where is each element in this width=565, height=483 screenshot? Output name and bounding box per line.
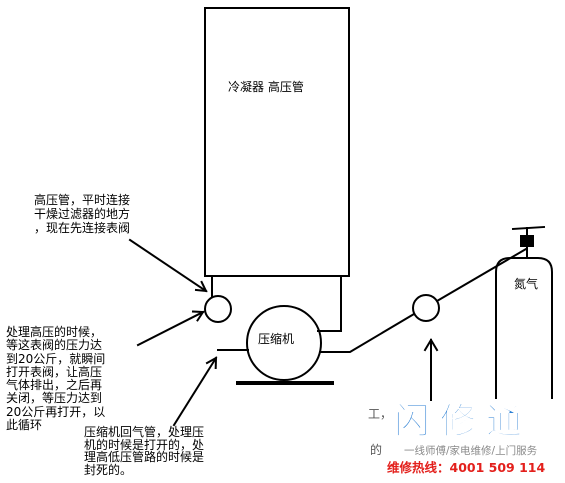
- watermark-hotline: 维修热线：4001 509 114: [387, 460, 546, 475]
- compressor-right-pipe: [319, 312, 416, 353]
- annotation-line: 机的时候是打开的，处: [84, 437, 205, 452]
- high-pressure-gauge-valve: [204, 295, 232, 323]
- nitrogen-tank-label: 氮气: [514, 277, 539, 291]
- annotation-line: 的: [370, 443, 383, 457]
- condenser-compressor-pipe: [317, 275, 342, 332]
- annotation-line: 封死的。: [84, 463, 133, 478]
- annotation-line: 此循环: [6, 418, 43, 433]
- annotation-high-pressure-procedure: 处理高压的时候， 等这表阀的压力达 到20公斤，就瞬间 打开表阀，让高压 气体排…: [6, 325, 106, 433]
- annotation-line: 处理高压的时候，: [6, 325, 103, 339]
- arrow-to-process-valve: [423, 338, 439, 401]
- annotation-line: 气体排出，之后再: [6, 378, 103, 393]
- watermark: 闪修通 一线师傅/家电维修/上门服务 维修热线：4001 509 114: [384, 398, 554, 483]
- compressor-label: 压缩机: [258, 332, 295, 346]
- nitrogen-tank-body: [495, 257, 553, 399]
- watermark-tagline: 一线师傅/家电维修/上门服务: [404, 445, 538, 457]
- annotation-line: ，现在先连接表阀: [34, 221, 131, 235]
- annotation-line: 理高低压管路的时候是: [84, 450, 205, 465]
- nitrogen-tank-handle: [511, 225, 546, 231]
- arrow-to-high-pressure-valve: [128, 238, 208, 293]
- watermark-logo: 闪修通: [393, 401, 533, 443]
- arrow-to-gauge-valve: [136, 310, 205, 347]
- annotation-line: 干燥过滤器的地方: [34, 207, 131, 221]
- annotation-high-pressure-pipe: 高压管，平时连接 干燥过滤器的地方 ，现在先连接表阀: [34, 193, 130, 235]
- annotation-line: 压缩机回气管，处理压: [84, 425, 205, 439]
- condenser-label: 冷凝器 高压管: [228, 80, 304, 94]
- annotation-line: 关闭，等压力达到: [6, 391, 103, 406]
- annotation-line: 到20公斤，就瞬间: [6, 351, 106, 366]
- annotation-line: 等这表阀的压力达: [6, 338, 103, 353]
- annotation-process-pipe-partial: 工， 的: [368, 408, 392, 457]
- annotation-return-pipe: 压缩机回气管，处理压 机的时候是打开的，处 理高低压管路的时候是 封死的。: [84, 426, 204, 477]
- compressor-body: [246, 305, 322, 381]
- annotation-line: 打开表阀，让高压: [6, 364, 103, 379]
- annotation-line: 20公斤再打开，以: [6, 404, 106, 419]
- arrow-to-return-pipe: [172, 356, 218, 427]
- condenser-box: [204, 7, 350, 277]
- annotation-line: 工，: [368, 407, 393, 421]
- nitrogen-hose: [435, 247, 528, 303]
- low-pressure-gauge-valve: [412, 294, 440, 322]
- annotation-line: 高压管，平时连接: [34, 193, 131, 207]
